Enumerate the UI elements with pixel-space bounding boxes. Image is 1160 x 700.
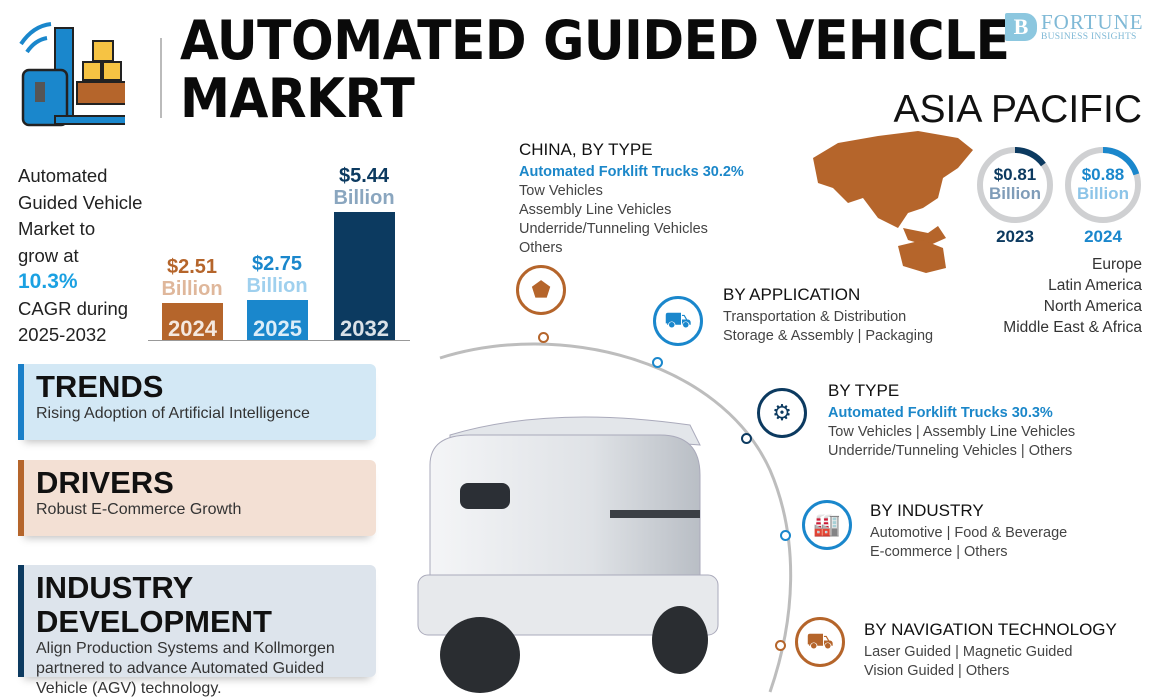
fb-logo-icon: B [1005,13,1037,41]
region-item: North America [1043,298,1142,315]
card-title: INDUSTRY DEVELOPMENT [36,570,272,639]
arc-marker [538,332,549,343]
segment-by-application: BY APPLICATION Transportation & Distribu… [723,285,933,346]
logo-sub: BUSINESS INSIGHTS [1041,32,1137,42]
cagr-value: 10.3% [18,270,78,293]
arc-marker [652,357,663,368]
intro-text: Guided Vehicle [18,191,143,213]
agv-cart-icon: ⛟ [653,296,703,346]
card-title: TRENDS [36,369,164,404]
bar-2024: 2024 [162,303,223,341]
ring-2024 [1065,147,1141,223]
arc-marker [741,433,752,444]
agv-forklift-icon [19,22,125,127]
ring-value: $0.88 [1081,165,1125,184]
bar-unit: Billion [246,275,308,297]
segment-line: Laser Guided | Magnetic Guided [864,644,1073,660]
factory-icon: 🏭 [802,500,852,550]
bar-value: $2.75 [251,253,303,275]
list-item: Tow Vehicles [519,183,603,199]
intro-text: CAGR during [18,297,129,319]
title-divider [160,38,162,118]
card-text: Rising Adoption of Artificial Intelligen… [36,405,310,422]
bar-unit: Billion [161,278,223,300]
section-title: BY TYPE [828,381,900,400]
card-title: DRIVERS [36,465,174,500]
segment-line: E-commerce | Others [870,544,1008,560]
logo-name: FORTUNE [1041,10,1144,34]
arc-marker [780,530,791,541]
intro-text: 2025-2032 [18,324,107,345]
robot-arm-vehicle-icon: ⚙ [757,388,807,438]
bar-year-label: 2025 [253,316,302,341]
ring-2023 [977,147,1053,223]
ring-unit: Billion [1077,184,1129,203]
segment-by-navigation: BY NAVIGATION TECHNOLOGY Laser Guided | … [864,620,1117,681]
list-item: Assembly Line Vehicles [519,202,672,218]
segment-line: Transportation & Distribution [723,309,907,325]
asia-pacific-map [813,131,973,273]
segment-line: Automotive | Food & Beverage [870,525,1068,541]
intro-text: grow at [18,244,79,266]
bar-unit: Billion [333,187,395,209]
ring-fill [977,147,1053,223]
title-line-2: MARKRT [180,67,415,130]
wireless-vehicle-icon: ⛟ [795,617,845,667]
region-item: Europe [1092,256,1142,273]
bar-2025: 2025 [247,300,308,341]
page-title: AUTOMATED GUIDED VEHICLE MARKRT [180,9,1010,130]
section-title: BY INDUSTRY [870,501,984,520]
arc-marker [775,640,786,651]
bar-2032: 2032 [334,212,395,341]
card-text: Robust E-Commerce Growth [36,501,242,518]
china-map-icon: ⬟ [516,265,566,315]
china-by-type: CHINA, BY TYPE Automated Forklift Trucks… [519,140,744,258]
region-item: Latin America [1048,277,1142,294]
ring-year: 2023 [996,227,1034,246]
section-title: BY NAVIGATION TECHNOLOGY [864,620,1117,639]
region-item: Middle East & Africa [1003,319,1142,336]
other-regions: Europe Latin America North America Middl… [1003,254,1142,338]
highlight-item: Automated Forklift Trucks 30.3% [828,405,1053,421]
title-line-1: AUTOMATED GUIDED VEHICLE [180,9,1010,72]
ring-value: $0.81 [993,165,1037,184]
card-text: Align Production Systems and Kollmorgen … [36,640,335,697]
list-item: Others [519,240,563,256]
highlight-item: Automated Forklift Trucks 30.2% [519,164,744,180]
intro-text: Market to [18,218,96,239]
section-title: CHINA, BY TYPE [519,140,653,159]
segment-by-industry: BY INDUSTRY Automotive | Food & Beverage… [870,501,1067,562]
bar-year-label: 2024 [168,316,217,341]
section-title: BY APPLICATION [723,285,861,304]
segment-line: Storage & Assembly | Packaging [723,328,934,344]
market-intro: Automated Guided Vehicle Market to grow … [18,163,142,349]
list-item: Underride/Tunneling Vehicles [519,221,708,237]
region-title: ASIA PACIFIC [893,88,1142,131]
ring-year: 2024 [1084,227,1122,246]
segment-by-type: BY TYPE Automated Forklift Trucks 30.3% … [828,381,1075,461]
intro-text: Automated [18,165,108,186]
ring-fill [1065,147,1141,223]
ring-unit: Billion [989,184,1041,203]
segment-line: Underride/Tunneling Vehicles | Others [828,443,1073,459]
bar-value: $5.44 [338,165,390,187]
segment-line: Vision Guided | Others [864,663,1010,679]
bar-year-label: 2032 [340,316,389,341]
agv-vehicle-image [417,416,719,693]
segment-line: Tow Vehicles | Assembly Line Vehicles [828,424,1076,440]
bar-value: $2.51 [166,256,218,278]
